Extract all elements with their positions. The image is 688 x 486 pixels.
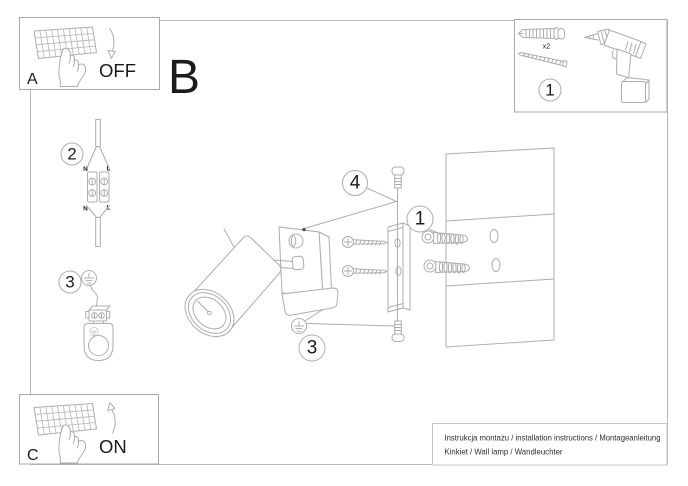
ground-step: 3 — [58, 270, 114, 361]
svg-text:3: 3 — [65, 273, 74, 292]
cable-out — [95, 217, 101, 247]
panel-c-label: C — [27, 447, 39, 464]
ground-symbol-icon — [291, 318, 307, 334]
wall-plug-icon — [518, 27, 565, 40]
callout-1-assembly: 1 — [406, 205, 434, 233]
section-b-label: B — [168, 51, 200, 104]
drill-icon — [584, 28, 650, 103]
wall-lamp-illustration — [184, 226, 339, 338]
terminal-n-out: N — [83, 206, 88, 213]
callout-3: 3 — [58, 270, 82, 294]
drill-hole-top — [489, 229, 499, 243]
leader-callout-1 — [428, 229, 442, 235]
cable-in — [95, 119, 101, 147]
mounting-bracket — [387, 222, 411, 313]
on-label: ON — [99, 436, 127, 457]
svg-text:1: 1 — [415, 209, 426, 230]
footer-line-2: Kinkiet / Wall lamp / Wandleuchter — [445, 448, 563, 457]
svg-text:2: 2 — [67, 145, 76, 164]
panel-c-switch-on: C ON — [19, 394, 159, 465]
wire-split-top — [86, 146, 110, 170]
section-b-frame — [30, 20, 668, 465]
wall-anchor-top-icon — [421, 230, 468, 245]
footer-line-1: Instrukcja montażu / installation instru… — [445, 434, 661, 443]
panel-a-label: A — [27, 71, 38, 88]
ground-wire — [90, 285, 98, 306]
callout-4: 4 — [342, 170, 368, 196]
lamp-base-tab — [281, 287, 339, 316]
drill-hole-bottom — [491, 258, 501, 272]
terminal-l-out: L — [107, 205, 111, 212]
callout-2: 2 — [60, 142, 84, 166]
terminal-n-in: N — [83, 166, 88, 173]
mounting-screw-top-icon — [342, 236, 388, 248]
small-screw-top-icon — [391, 166, 405, 189]
ground-symbol-icon — [81, 270, 97, 286]
canopy-terminal-icon — [85, 305, 111, 324]
terminal-l-in: L — [107, 166, 111, 173]
mounting-screw-bottom-icon — [342, 265, 388, 277]
panel-a-switch-off: A OFF — [19, 17, 160, 90]
wire-split-bottom — [86, 205, 110, 218]
screw-point-dot — [302, 227, 306, 232]
tools-panel: x2 1 — [514, 19, 668, 113]
canopy-bracket-icon — [83, 323, 114, 361]
pivot-cap — [291, 255, 305, 271]
footer: Instrukcja montażu / installation instru… — [432, 423, 668, 466]
wall-anchor-bottom-icon — [423, 259, 470, 274]
callout-1-tools: 1 — [538, 78, 562, 102]
off-label: OFF — [99, 60, 136, 81]
wiring-step: N L N L 2 — [60, 119, 111, 247]
svg-text:3: 3 — [307, 338, 318, 359]
anchor-quantity-label: x2 — [543, 44, 551, 51]
svg-text:1: 1 — [545, 81, 554, 100]
exploded-assembly: 4 1 3 — [184, 147, 555, 362]
wall-panel — [445, 147, 555, 348]
long-screw-icon — [518, 52, 568, 68]
callout-3-assembly: 3 — [298, 334, 326, 362]
leader-callout-4 — [305, 187, 397, 229]
svg-text:4: 4 — [350, 173, 361, 194]
terminal-block-icon — [87, 171, 110, 203]
small-screw-bottom-icon — [391, 320, 405, 342]
